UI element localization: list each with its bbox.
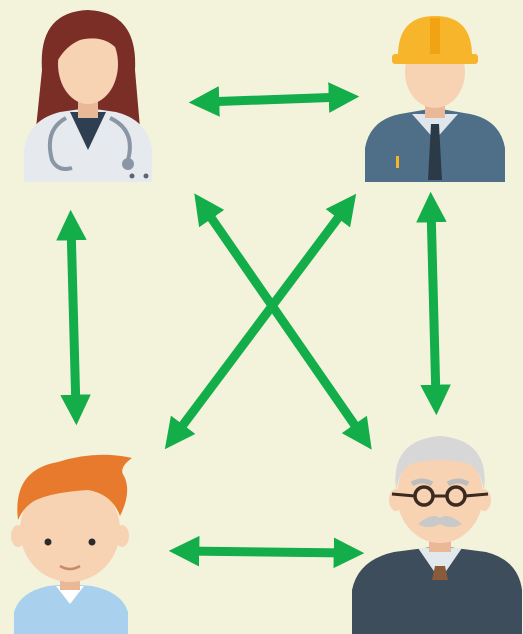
arrow-worker-elder [416,191,451,416]
arrow-youngman-elder [168,535,365,569]
arrow-doctor-worker [188,82,360,117]
arrow-worker-youngman [164,193,357,450]
arrow-doctor-youngman [56,209,91,426]
